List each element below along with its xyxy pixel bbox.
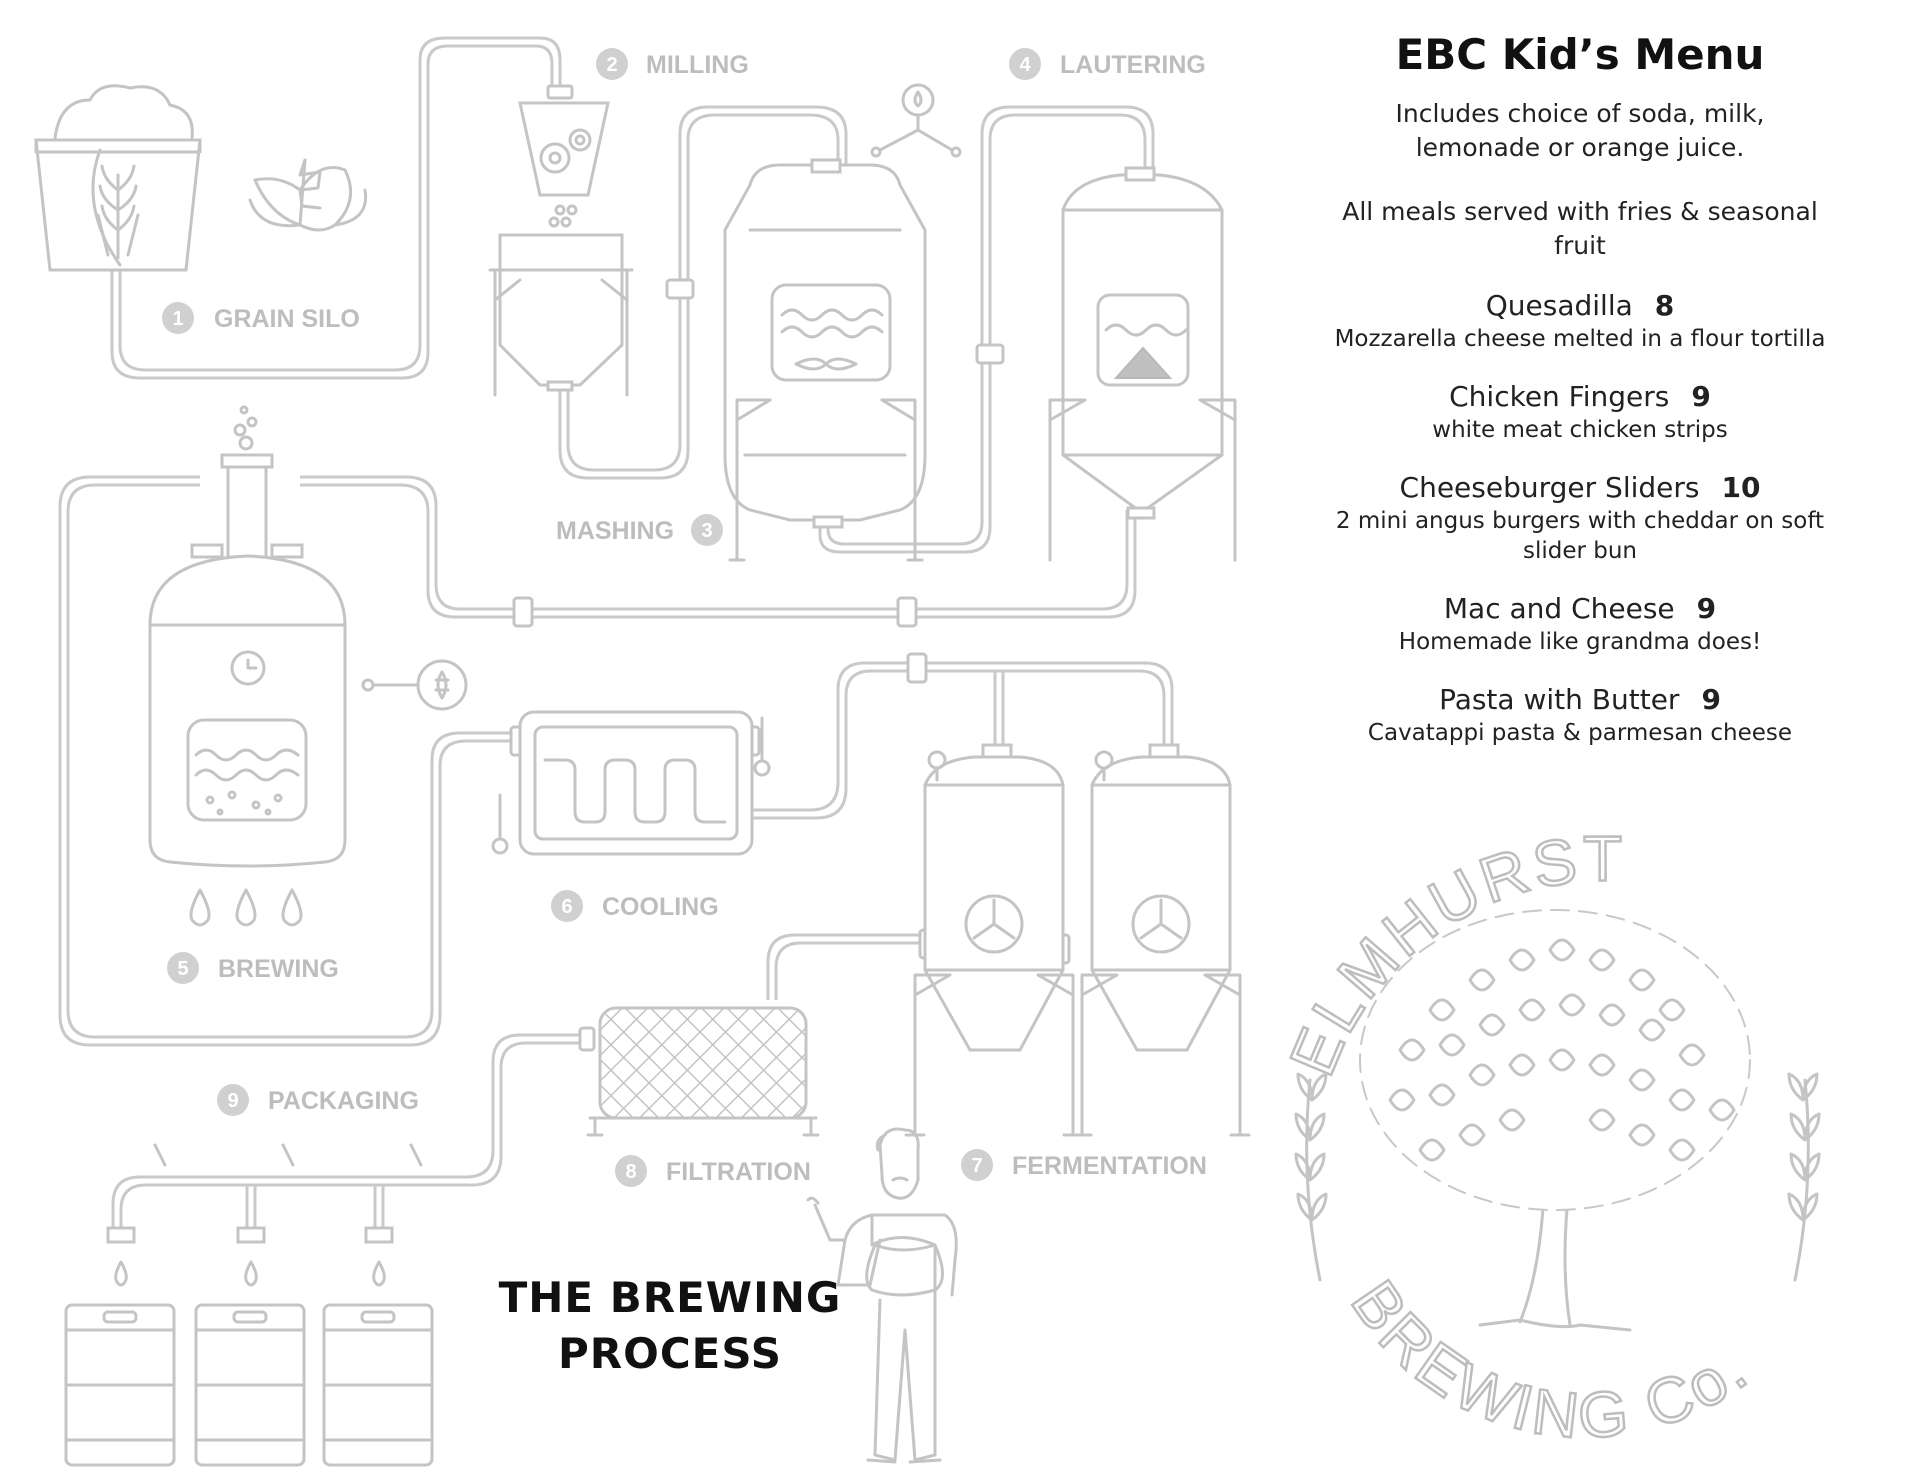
step-2-milling: 2 MILLING [596,48,749,80]
wheat-left-icon [1294,1072,1328,1282]
step-number: 5 [177,958,188,980]
menu-item-price: 8 [1654,289,1675,322]
step-9-packaging: 9 PACKAGING [217,1084,419,1116]
menu-item: Quesadilla 8 Mozzarella cheese melted in … [1300,289,1860,354]
mash-tun-icon [488,233,634,397]
fermentation-tanks-icon [904,743,1251,1137]
kids-menu: EBC Kid’s Menu Includes choice of soda, … [1300,30,1860,748]
water-drop-diagram-icon [870,83,962,158]
menu-item-name: Cheeseburger Sliders [1399,471,1700,504]
step-label: BREWING [218,955,339,983]
step-label: COOLING [602,893,719,921]
menu-item: Pasta with Butter 9 Cavatappi pasta & par… [1300,683,1860,748]
mashing-vessel-icon [723,158,927,562]
menu-intro-sides: All meals served with fries & seasonal f… [1342,197,1818,260]
step-label: MILLING [646,51,749,79]
step-number: 6 [561,896,572,918]
menu-title: EBC Kid’s Menu [1395,30,1765,79]
menu-item: Mac and Cheese 9 Homemade like grandma do… [1300,592,1860,657]
step-number: 9 [227,1090,238,1112]
heat-exchanger-icon [491,710,771,856]
menu-item-price: 9 [1696,592,1717,625]
step-7-fermentation: 7 FERMENTATION [961,1149,1207,1181]
menu-item-description: 2 mini angus burgers with cheddar on sof… [1335,508,1825,564]
lauter-tun-icon [1048,166,1237,562]
hop-gauge-icon [361,659,468,711]
menu-item-name: Mac and Cheese [1443,592,1675,625]
step-number: 7 [971,1155,982,1177]
step-label: FERMENTATION [1012,1152,1207,1180]
tree-icon [1359,909,1751,1332]
elmhurst-brewing-logo: ELMHURST BREWING Co. [1274,821,1821,1454]
menu-intro-drinks: Includes choice of soda, milk, lemonade … [1395,99,1765,162]
process-title-line-2: PROCESS [558,1329,782,1378]
step-number: 4 [1019,54,1031,76]
step-5-brewing: 5 BREWING [167,952,339,984]
process-title-line-1: THE BREWING [498,1273,842,1322]
pipes [58,36,1174,1230]
step-6-cooling: 6 COOLING [551,890,719,922]
menu-item: Cheeseburger Sliders 10 2 mini angus burg… [1300,471,1860,566]
logo-bottom-text: BREWING Co. [1338,1268,1763,1453]
hops-icon [248,158,368,232]
brewer-figure-icon [806,1127,958,1464]
menu-item-name: Quesadilla [1485,289,1633,322]
process-title: THE BREWING PROCESS [470,1270,870,1382]
step-label: GRAIN SILO [214,305,360,333]
step-number: 2 [606,54,617,76]
mill-icon [518,84,610,228]
wheat-right-icon [1787,1072,1821,1282]
menu-item-price: 9 [1701,683,1721,716]
step-label: PACKAGING [268,1087,419,1115]
step-label: MASHING [556,517,674,545]
filter-icon [586,1006,820,1137]
menu-item: Chicken Fingers 9 white meat chicken stri… [1300,380,1860,445]
menu-item-description: Mozzarella cheese melted in a flour tort… [1334,326,1826,352]
step-number: 3 [701,520,712,542]
step-label: FILTRATION [666,1158,811,1186]
step-1-grain-silo: 1 GRAIN SILO [162,302,360,334]
menu-item-name: Pasta with Butter [1439,683,1680,716]
menu-item-price: 9 [1691,380,1711,413]
menu-item-description: white meat chicken strips [1432,417,1728,443]
step-8-filtration: 8 FILTRATION [615,1155,811,1187]
menu-item-name: Chicken Fingers [1449,380,1670,413]
menu-item-description: Cavatappi pasta & parmesan cheese [1367,720,1793,746]
menu-item-description: Homemade like grandma does! [1398,629,1762,655]
brew-kettle-icon [148,405,347,927]
step-label: LAUTERING [1060,51,1206,79]
grain-silo-icon [34,84,202,272]
step-markers: 1 GRAIN SILO 2 MILLING 3 MASHING 4 LAUTE… [162,48,1207,1187]
step-number: 8 [625,1161,636,1183]
step-3-mashing: 3 MASHING [556,514,723,546]
step-4-lautering: 4 LAUTERING [1009,48,1206,80]
packaging-kegs-icon [64,1143,434,1467]
step-number: 1 [172,308,183,330]
menu-item-price: 10 [1721,471,1761,504]
